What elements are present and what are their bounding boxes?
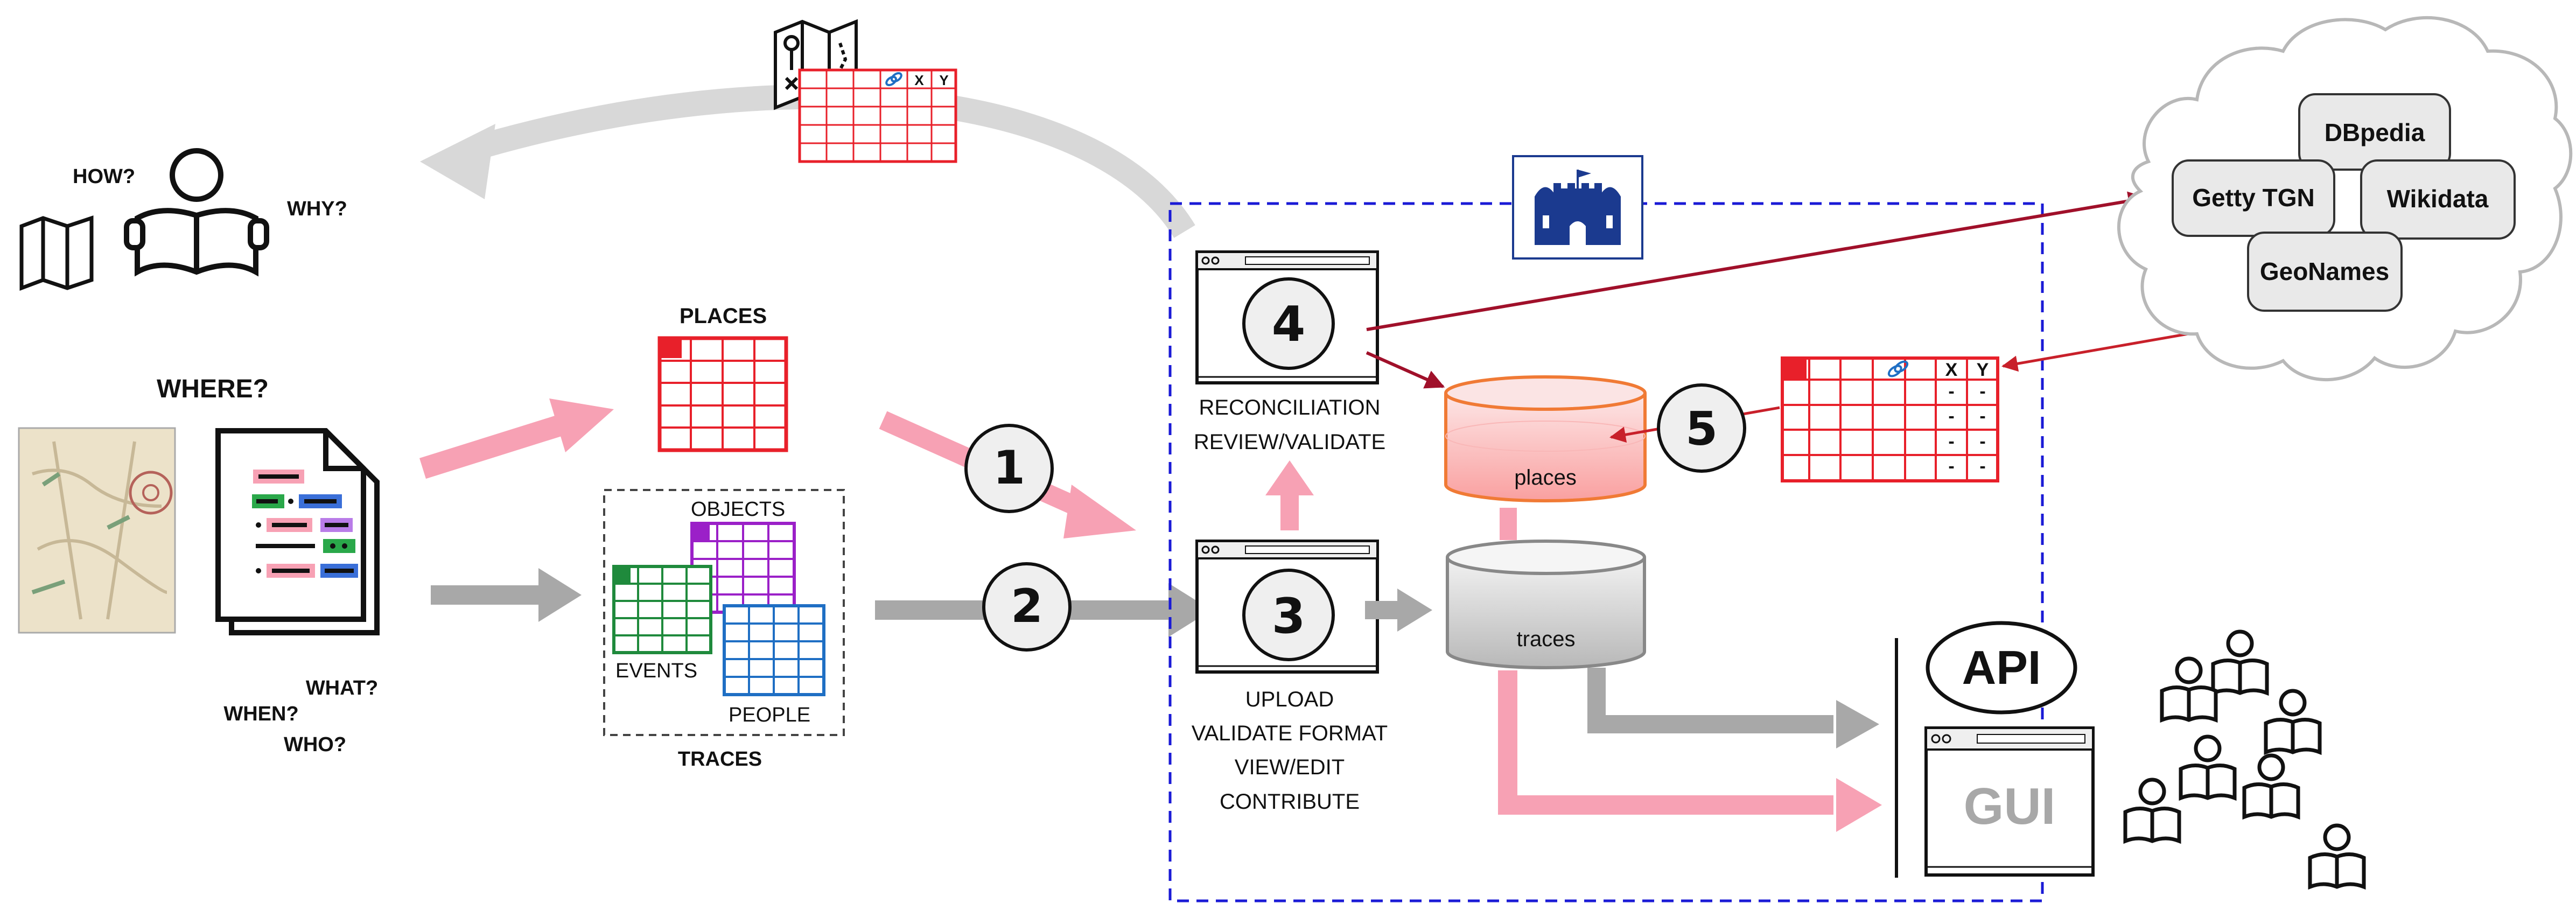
step-5-number: 5: [1685, 402, 1718, 456]
cell-dash: -: [1948, 406, 1954, 426]
reader-icon: [2308, 823, 2366, 890]
reader-icon: [2160, 656, 2218, 723]
traces-title: TRACES: [678, 748, 762, 771]
question-why: WHY?: [287, 198, 347, 220]
cell-dash: -: [1979, 381, 1985, 402]
reader-icon: [124, 148, 269, 277]
arc-coordinates-table: X Y: [798, 68, 957, 163]
arc-table-y: Y: [939, 72, 948, 88]
api-output: API: [1926, 621, 2077, 715]
people-table: [723, 604, 825, 696]
places-db-label: places: [1514, 466, 1577, 489]
step-3-label-0: UPLOAD: [1245, 688, 1334, 711]
step-4-number: 4: [1272, 296, 1306, 353]
traces-database: traces: [1446, 540, 1646, 669]
reader-icon: [2242, 753, 2300, 820]
objects-label: OBJECTS: [691, 498, 785, 521]
api-label: API: [1962, 641, 2041, 694]
step-3-number: 3: [1272, 588, 1306, 645]
pink-arrow-to-places: [419, 398, 614, 479]
source-document-icon: [215, 428, 380, 635]
pink-arrow-to-gui: [1498, 670, 1882, 832]
events-table: [612, 565, 712, 654]
places-title: PLACES: [680, 304, 767, 328]
pink-arrow-up: [1265, 460, 1314, 530]
gray-arrow-to-traces: [431, 568, 582, 622]
places-table: [657, 336, 788, 452]
gui-label: GUI: [1964, 778, 2056, 835]
cell-dash: -: [1948, 431, 1954, 452]
gray-arrow-to-traces-db: [1365, 589, 1432, 632]
places-database: places: [1444, 375, 1647, 502]
step-4-labels: RECONCILIATION REVIEW/VALIDATE: [1194, 396, 1385, 454]
gazetteer-getty-tgn-label: Getty TGN: [2192, 184, 2314, 212]
step-4-label-0: RECONCILIATION: [1199, 396, 1380, 419]
reader-icon: [2264, 689, 2322, 755]
cell-dash: -: [1979, 431, 1985, 452]
gazetteer-dbpedia-label: DBpedia: [2325, 118, 2425, 146]
gray-arrow-to-api: [1587, 668, 1879, 748]
traces-db-label: traces: [1517, 627, 1576, 651]
step-3-label-2: VIEW/EDIT: [1235, 755, 1345, 779]
gazetteer-dbpedia: DBpedia: [2298, 93, 2451, 171]
arc-table-x: X: [914, 72, 924, 88]
gazetteer-geonames: GeoNames: [2247, 232, 2403, 312]
question-what: WHAT?: [306, 677, 378, 699]
cell-dash: -: [1948, 456, 1954, 477]
gazetteer-cloud: [2117, 16, 2573, 382]
step-3-labels: UPLOAD VALIDATE FORMAT VIEW/EDIT CONTRIB…: [1192, 688, 1388, 814]
step-1-badge: 1: [964, 424, 1054, 513]
step-1-number: 1: [993, 441, 1025, 495]
step-5-badge: 5: [1657, 383, 1746, 473]
reconciled-coordinates-table: X Y - - - - - - - -: [1781, 356, 1999, 482]
step-3-window: 3: [1195, 540, 1379, 674]
people-label: PEOPLE: [729, 704, 810, 726]
pink-connector-places-traces: [1500, 508, 1517, 540]
question-how: HOW?: [73, 165, 135, 188]
gazetteer-wikidata: Wikidata: [2360, 159, 2516, 240]
link-icon: [1887, 360, 1909, 377]
events-label: EVENTS: [615, 660, 697, 682]
step-4-label-1: REVIEW/VALIDATE: [1194, 430, 1385, 454]
question-who: WHO?: [284, 733, 346, 756]
cell-dash: -: [1979, 406, 1985, 426]
historical-map-image: [18, 427, 176, 634]
table-header-x: X: [1945, 360, 1958, 380]
step-3-label-1: VALIDATE FORMAT: [1192, 722, 1388, 745]
link-icon: [885, 72, 902, 86]
table-header-y: Y: [1977, 360, 1989, 380]
question-where: WHERE?: [157, 375, 269, 403]
gazetteer-wikidata-label: Wikidata: [2387, 185, 2489, 213]
audience-readers: [2123, 629, 2366, 890]
reader-icon: [2211, 629, 2269, 696]
question-when: WHEN?: [223, 703, 298, 725]
step-2-number: 2: [1011, 579, 1043, 633]
cell-dash: -: [1979, 456, 1985, 477]
gazetteer-geonames-label: GeoNames: [2260, 257, 2389, 285]
castle-logo: [1512, 155, 1643, 260]
small-map-icon: [19, 215, 94, 291]
step-4-window: 4: [1195, 250, 1379, 384]
gui-output: GUI: [1924, 726, 2095, 877]
gazetteer-getty-tgn: Getty TGN: [2172, 159, 2335, 237]
step-2-badge: 2: [982, 562, 1072, 652]
reader-icon: [2179, 734, 2237, 801]
cell-dash: -: [1948, 381, 1954, 402]
reader-icon: [2123, 778, 2181, 844]
step-3-label-3: CONTRIBUTE: [1220, 790, 1360, 814]
traces-group: TRACES OBJECTS EVENTS: [603, 489, 845, 771]
